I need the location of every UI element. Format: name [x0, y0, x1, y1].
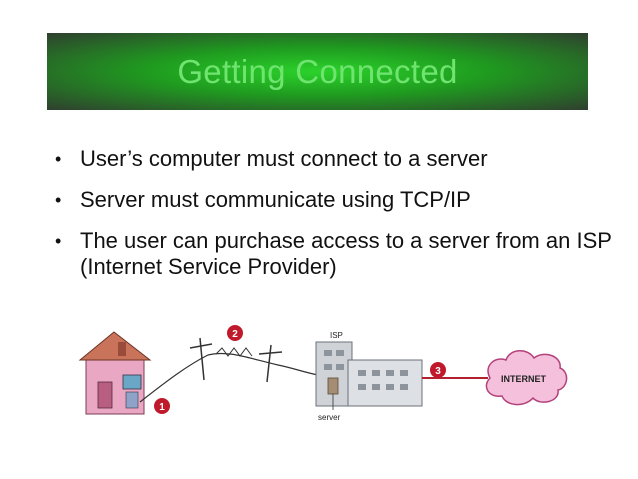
svg-text:2: 2 — [232, 329, 238, 340]
connection-diagram: ISP server INTERNET 1 2 3 — [78, 325, 568, 422]
step-3-badge: 3 — [430, 362, 446, 378]
internet-cloud-icon — [485, 350, 568, 406]
isp-building-icon — [315, 341, 423, 407]
bullet-item: • User’s computer must connect to a serv… — [52, 146, 622, 172]
title-banner: Getting Connected — [47, 33, 588, 110]
signal-zigzag — [215, 347, 253, 357]
bullet-text: User’s computer must connect to a server — [80, 146, 488, 171]
bullet-text: Server must communicate using TCP/IP — [80, 187, 471, 212]
bullet-item: • Server must communicate using TCP/IP — [52, 187, 622, 213]
bullet-text: The user can purchase access to a server… — [80, 228, 612, 279]
bullet-dot-icon: • — [55, 149, 62, 169]
isp-label: ISP — [330, 331, 343, 340]
phone-line — [139, 352, 319, 403]
house-icon — [78, 331, 152, 415]
bullet-dot-icon: • — [55, 190, 62, 210]
slide-title: Getting Connected — [177, 53, 458, 90]
telephone-pole-icon — [258, 344, 283, 383]
step-1-badge: 1 — [154, 398, 170, 414]
internet-label: INTERNET — [501, 374, 547, 384]
bullet-dot-icon: • — [55, 231, 62, 251]
telephone-pole-icon — [189, 337, 213, 381]
bullet-item: • The user can purchase access to a serv… — [52, 228, 622, 280]
svg-text:1: 1 — [159, 402, 165, 413]
svg-text:3: 3 — [435, 366, 441, 377]
step-2-badge: 2 — [227, 325, 243, 341]
bullet-list: • User’s computer must connect to a serv… — [52, 146, 622, 295]
server-label: server — [318, 413, 341, 422]
